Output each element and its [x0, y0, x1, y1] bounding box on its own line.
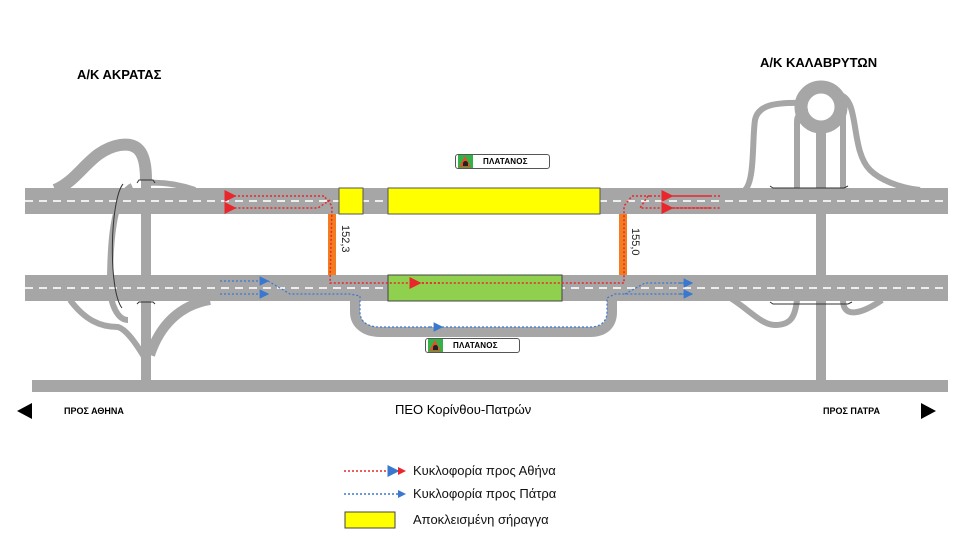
closed-tunnel-upper [387, 187, 601, 215]
tunnel-warning-icon [458, 155, 473, 168]
left-junction-title: Α/Κ ΑΚΡΑΤΑΣ [77, 67, 162, 82]
tunnel-sign-top: ΠΛΑΤΑΝΟΣ [455, 154, 550, 169]
chainage-right: 155,0 [629, 228, 641, 256]
open-tunnel-lower [387, 274, 563, 302]
detour-road [350, 298, 617, 337]
legend-red-arrow-icon [398, 467, 406, 475]
chainage-left: 152,3 [339, 225, 351, 253]
direction-athens-label: ΠΡΟΣ ΑΘΗΝΑ [64, 406, 124, 416]
tunnel-sign-top-label: ΠΛΑΤΑΝΟΣ [483, 157, 528, 166]
right-junction-title: Α/Κ ΚΑΛΑΒΡΥΤΩΝ [760, 55, 878, 70]
overpass-marks [111, 179, 853, 309]
tunnel-sign-bottom: ΠΛΑΤΑΝΟΣ [425, 338, 520, 353]
right-interchange [723, 80, 921, 385]
arrow-right-icon [921, 403, 936, 419]
direction-patra-label: ΠΡΟΣ ΠΑΤΡΑ [823, 406, 880, 416]
closed-tunnel-small [338, 187, 364, 215]
national-road-label: ΠΕΟ Κορίνθου-Πατρών [395, 402, 532, 417]
left-interchange [52, 138, 212, 385]
traffic-to-patra-route [220, 276, 694, 332]
legend-item-closed-tunnel: Αποκλεισμένη σήραγγα [413, 512, 549, 527]
national-road [32, 380, 948, 392]
legend-item-athens: Κυκλοφορία προς Αθήνα [413, 463, 556, 478]
legend-item-patra: Κυκλοφορία προς Πάτρα [413, 486, 557, 501]
crossover-right [619, 214, 627, 275]
legend-blue-arrow-icon [398, 490, 406, 498]
crossover-left [328, 214, 336, 275]
legend-marks [344, 465, 406, 529]
legend-yellow-box [344, 511, 396, 529]
tunnel-warning-icon [428, 339, 443, 352]
arrow-left-icon [17, 403, 32, 419]
traffic-to-athens-route [224, 190, 720, 289]
tunnel-sign-bottom-label: ΠΛΑΤΑΝΟΣ [453, 341, 498, 350]
